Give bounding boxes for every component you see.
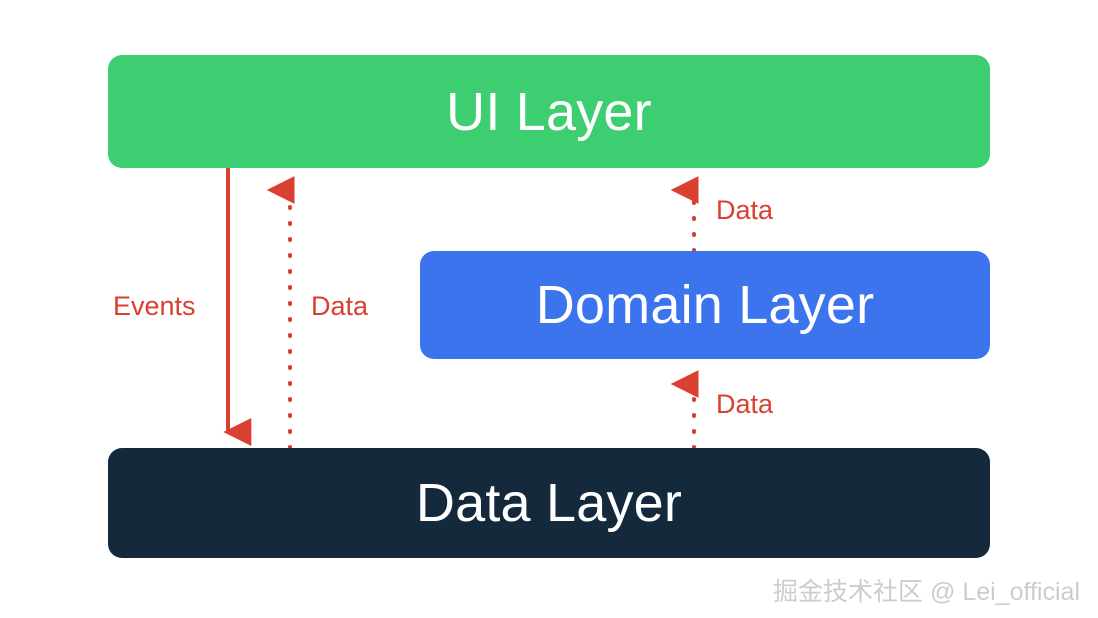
data-layer-box: Data Layer [108,448,990,558]
domain-layer-box: Domain Layer [420,251,990,359]
data-connector-label-left: Data [311,291,369,321]
ui-layer-box: UI Layer [108,55,990,168]
domain-layer-label: Domain Layer [535,275,875,335]
data-layer-label: Data Layer [415,473,683,533]
events-connector-label: Events [113,291,196,321]
ui-layer-label: UI Layer [446,81,652,142]
data-connector-label-domain-to-ui: Data [716,195,774,225]
watermark: 掘金技术社区 @ Lei_official [773,578,1080,606]
data-connector-label-data-to-domain: Data [716,389,774,419]
